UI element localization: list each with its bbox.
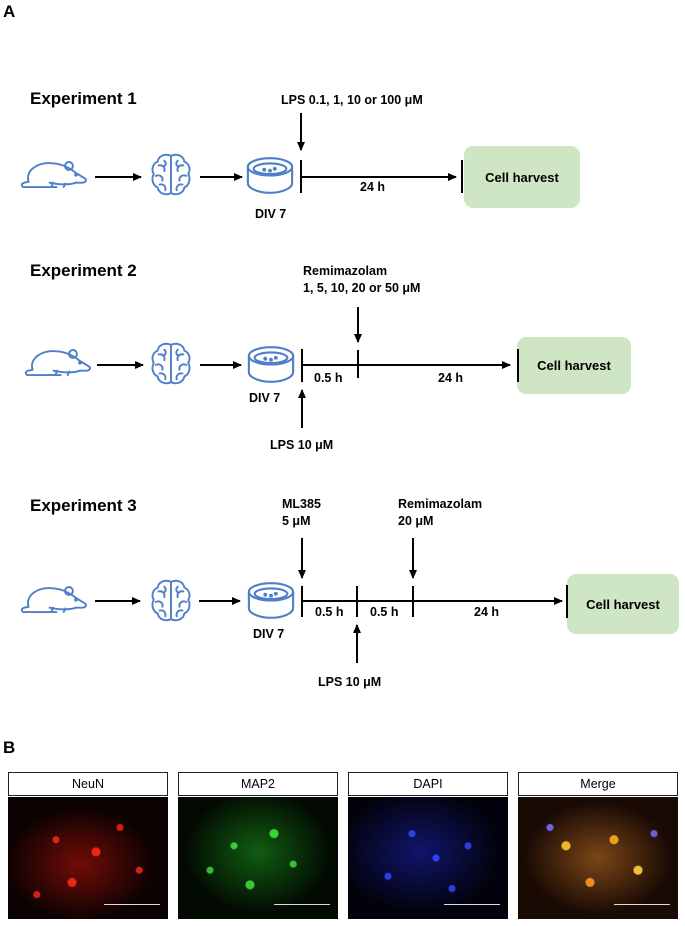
exp2-lps-label: LPS 10 μM xyxy=(270,438,334,452)
experiment-3-title: Experiment 3 xyxy=(30,496,137,515)
exp2-remimazolam-label: Remimazolam xyxy=(303,264,388,278)
brain-icon xyxy=(151,342,191,385)
brain-icon xyxy=(151,579,191,622)
scale-bar xyxy=(274,904,330,905)
exp2-interval-label: 0.5 h xyxy=(314,371,343,385)
scale-bar xyxy=(444,904,500,905)
exp3-ml385-label: ML385 xyxy=(282,497,321,511)
dapi-micrograph xyxy=(348,797,508,919)
scale-bar xyxy=(104,904,160,905)
exp1-cell-harvest-box: Cell harvest xyxy=(464,146,580,208)
merge-label: Merge xyxy=(518,772,678,796)
map2-panel: MAP2 xyxy=(178,772,338,919)
dapi-label: DAPI xyxy=(348,772,508,796)
exp3-remimazolam-dose: 20 μM xyxy=(398,514,434,528)
dapi-panel: DAPI xyxy=(348,772,508,919)
culture-dish-icon xyxy=(247,582,295,619)
merge-panel: Merge xyxy=(518,772,678,919)
workflow-diagram xyxy=(20,113,568,663)
exp2-remimazolam-doses: 1, 5, 10, 20 or 50 μM xyxy=(303,281,421,295)
experiment-1-title: Experiment 1 xyxy=(30,89,137,108)
scale-bar xyxy=(614,904,670,905)
exp3-interval-label: 24 h xyxy=(474,605,500,619)
map2-micrograph xyxy=(178,797,338,919)
exp3-cell-harvest-box: Cell harvest xyxy=(567,574,679,634)
exp1-stage-label: DIV 7 xyxy=(255,207,287,221)
neun-panel: NeuN xyxy=(8,772,168,919)
exp3-interval-label: 0.5 h xyxy=(315,605,344,619)
exp3-remimazolam-label: Remimazolam xyxy=(398,497,483,511)
map2-label: MAP2 xyxy=(178,772,338,796)
exp3-ml385-dose: 5 μM xyxy=(282,514,311,528)
exp1-interval-label: 24 h xyxy=(360,180,386,194)
mouse-icon xyxy=(20,161,87,189)
culture-dish-icon xyxy=(247,346,295,383)
experiment-2-title: Experiment 2 xyxy=(30,261,137,280)
panel-b-label: B xyxy=(3,738,16,757)
neun-micrograph xyxy=(8,797,168,919)
exp2-cell-harvest-box: Cell harvest xyxy=(517,337,631,394)
neun-label: NeuN xyxy=(8,772,168,796)
merge-micrograph xyxy=(518,797,678,919)
mouse-icon xyxy=(20,586,87,614)
exp3-lps-label: LPS 10 μM xyxy=(318,675,382,689)
panel-a-label: A xyxy=(3,2,16,21)
brain-icon xyxy=(151,153,191,196)
mouse-icon xyxy=(24,349,91,377)
exp3-stage-label: DIV 7 xyxy=(253,627,285,641)
culture-dish-icon xyxy=(246,157,294,194)
exp1-lps-label: LPS 0.1, 1, 10 or 100 μM xyxy=(281,93,423,107)
exp2-stage-label: DIV 7 xyxy=(249,391,281,405)
exp3-interval-label: 0.5 h xyxy=(370,605,399,619)
exp2-interval-label: 24 h xyxy=(438,371,464,385)
